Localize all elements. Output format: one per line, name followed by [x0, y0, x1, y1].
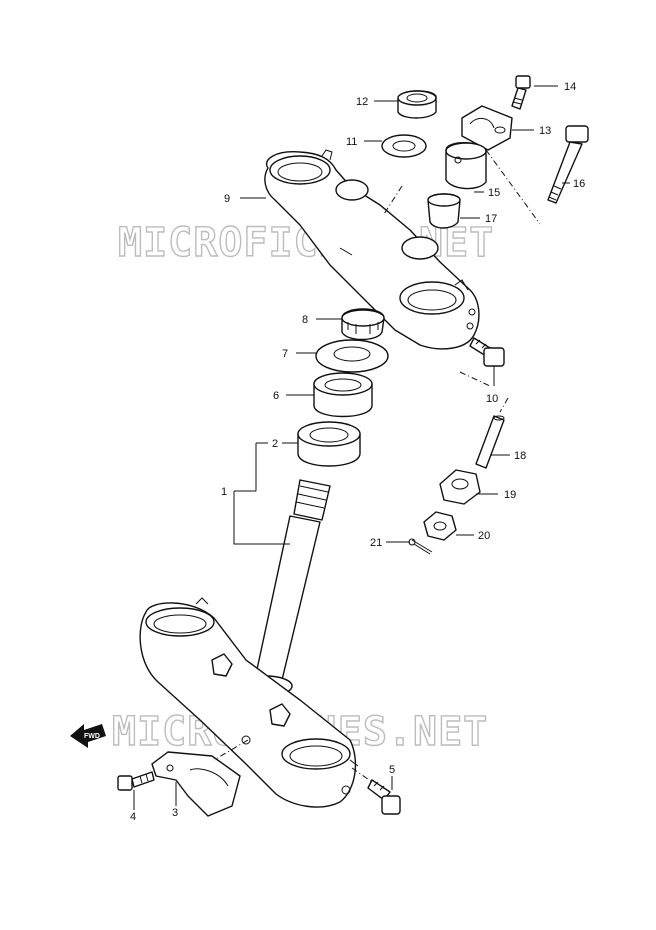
callout-20: 20	[478, 530, 490, 542]
callout-18: 18	[514, 450, 526, 462]
callout-3: 3	[172, 807, 178, 819]
callout-21: 21	[370, 537, 382, 549]
leader-lines	[133, 85, 570, 810]
part-washer-top[interactable]	[381, 134, 427, 158]
part-steering-stem[interactable]	[139, 479, 359, 808]
callout-1: 1	[221, 486, 227, 498]
callout-labels: 1 2 3 4 5 6 7 8 9 10 11 12 13 14 15 16 1…	[130, 81, 585, 823]
part-lower-bearing[interactable]	[297, 421, 361, 467]
callout-12: 12	[356, 96, 368, 108]
part-nut-20[interactable]	[423, 511, 457, 541]
callout-7: 7	[282, 348, 288, 360]
part-handlebar-clamp[interactable]	[461, 105, 513, 151]
part-upper-bracket[interactable]	[264, 149, 480, 350]
part-hose-guide[interactable]	[151, 751, 241, 817]
part-bolt-16[interactable]	[547, 125, 589, 204]
callout-15: 15	[488, 187, 500, 199]
part-stopper[interactable]	[439, 469, 481, 505]
callout-8: 8	[302, 314, 308, 326]
callout-11: 11	[346, 136, 357, 148]
callout-16: 16	[573, 178, 585, 190]
callout-2: 2	[272, 438, 278, 450]
part-castle-nut[interactable]	[341, 308, 385, 341]
part-cotter-pin[interactable]	[408, 538, 433, 555]
part-dust-seal[interactable]	[315, 339, 389, 373]
forward-direction-arrow: FWD	[70, 724, 106, 748]
callout-14: 14	[564, 81, 576, 93]
callout-4: 4	[130, 811, 136, 823]
part-bolt-14[interactable]	[511, 75, 531, 110]
part-bolt-4[interactable]	[117, 771, 155, 791]
callout-10: 10	[486, 393, 498, 405]
part-bolt-10[interactable]	[469, 337, 505, 367]
part-upper-bearing[interactable]	[313, 372, 373, 418]
part-nut-top[interactable]	[397, 90, 437, 119]
callout-9: 9	[224, 193, 230, 205]
callout-13: 13	[539, 125, 551, 137]
callout-17: 17	[485, 213, 497, 225]
part-pin-18[interactable]	[475, 415, 505, 469]
part-damper[interactable]	[427, 193, 461, 229]
callout-6: 6	[273, 390, 279, 402]
callout-19: 19	[504, 489, 516, 501]
part-bolt-5[interactable]	[367, 779, 401, 815]
assembly-axis-lines	[213, 149, 541, 783]
callout-5: 5	[389, 764, 395, 776]
part-clamp-holder[interactable]	[445, 142, 487, 190]
fwd-label: FWD	[84, 733, 100, 740]
